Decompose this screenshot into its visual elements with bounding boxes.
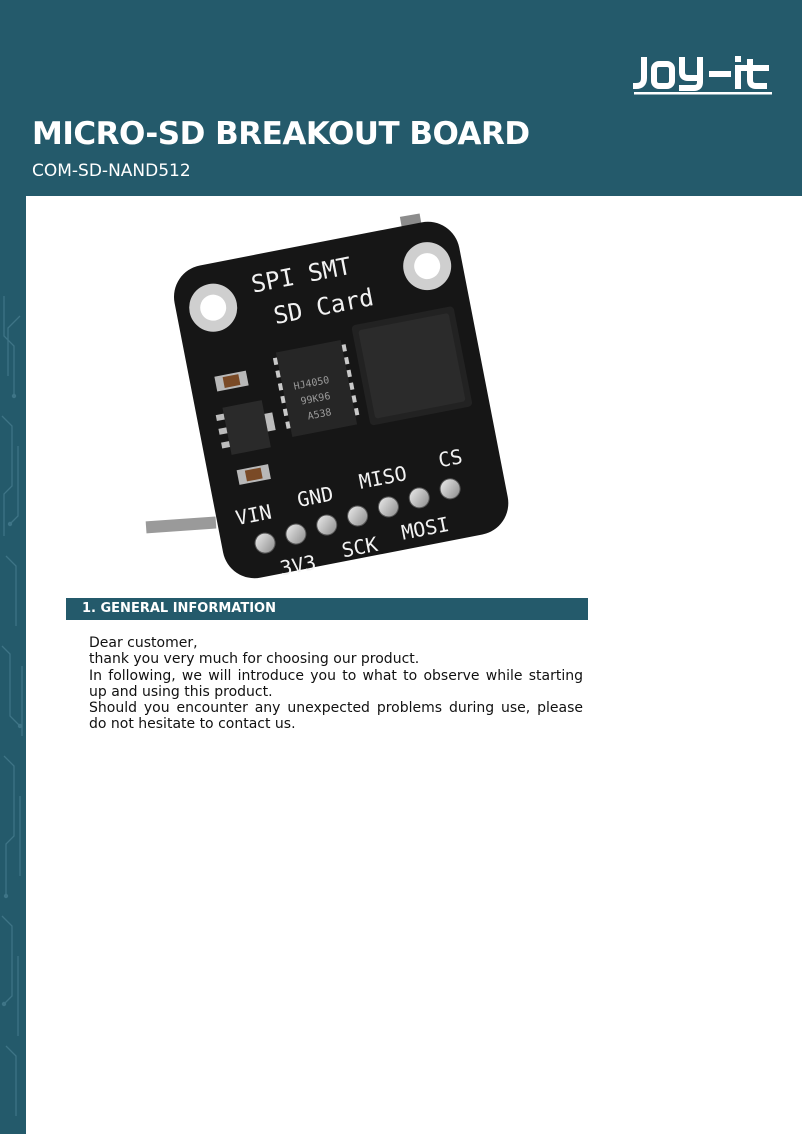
pin-pad [439,478,461,500]
thank-you-text: thank you very much for choosing our pro… [89,651,420,668]
header-pin-strip [145,516,217,534]
pin-label-cs: CS [436,444,464,472]
circuit-pattern-decoration [1,296,23,1116]
greeting: Dear customer, [89,635,198,651]
pin-pad [316,514,338,536]
pin-pad [254,532,276,554]
sidebar-decoration [0,196,26,1134]
pin-pad [285,523,307,545]
level-shifter-chip [275,339,358,437]
page-title: MICRO-SD BREAKOUT BOARD [32,116,530,152]
voltage-regulator [222,400,271,455]
header-band: MICRO-SD BREAKOUT BOARD COM-SD-NAND512 [0,0,802,196]
contact-text: Should you encounter any unexpected prob… [89,700,583,733]
intro-text: Dear customer, thank you very much for c… [89,635,583,733]
breakout-board-image: SPI SMT SD Card HJ4050 99K96 A538 VIN GN… [145,213,509,580]
pin-pad [377,496,399,518]
pin-pad [347,505,369,527]
pin-pad [408,487,430,509]
joy-it-logo [632,56,772,95]
section-header: 1. GENERAL INFORMATION [66,598,588,620]
product-code: COM-SD-NAND512 [32,161,191,181]
section-title: 1. GENERAL INFORMATION [82,601,276,616]
introduction-text: In following, we will introduce you to w… [89,667,583,700]
chip-label-3: A538 [307,407,333,422]
